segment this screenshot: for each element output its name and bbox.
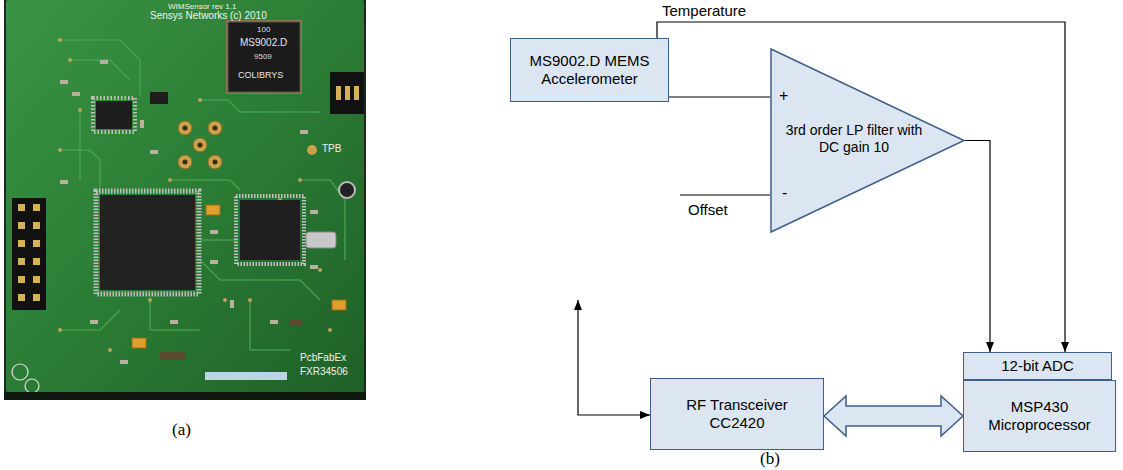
- label-sticker: [205, 372, 287, 380]
- mounting-holes: [178, 121, 222, 169]
- test-point: [307, 145, 317, 155]
- board-silkscreen: FXR34506: [300, 366, 348, 378]
- antenna-wire: [578, 300, 650, 415]
- header-connector: [330, 72, 364, 114]
- chip-marking: 100: [257, 25, 270, 34]
- signal-wire: [657, 22, 1065, 352]
- adc-band: 12-bit ADC: [963, 352, 1112, 380]
- signal-wire: [669, 96, 770, 97]
- signal-label: Temperature: [660, 2, 748, 20]
- board-traces: [60, 40, 345, 350]
- filter-amplifier: 3rd order LP filter with DC gain 10: [770, 48, 965, 233]
- node-text: RF Transceiver CC2420: [671, 396, 803, 432]
- board-silkscreen: Sensys Networks (c) 2010: [150, 10, 267, 22]
- tantalum-capacitors: [132, 205, 346, 348]
- board-silkscreen: TPB: [322, 143, 341, 155]
- signal-wire: [965, 141, 990, 353]
- accelerometer-chip: [226, 20, 302, 94]
- board-silkscreen: WIMSensor rev 1.1: [168, 2, 236, 11]
- photo-background: [4, 0, 366, 400]
- processor-box: MSP430 Microprocessor: [963, 380, 1116, 452]
- microcontroller-chip: [96, 191, 199, 294]
- chip-marking: MS9002.D: [240, 37, 287, 49]
- pin-header: [12, 198, 46, 310]
- bus-arrow: [824, 396, 963, 436]
- mounting-hole: [339, 182, 355, 198]
- led-outlines: [12, 364, 39, 393]
- chip-marking: 9509: [254, 52, 272, 61]
- node-text: 12-bit ADC: [1001, 357, 1074, 375]
- sensor-box: MS9002.D MEMS Accelerometer: [510, 38, 669, 102]
- subfigure-label: (a): [172, 420, 191, 440]
- radio-chip: [236, 196, 304, 264]
- offset-wire: [680, 194, 770, 195]
- smd-parts: [60, 60, 318, 364]
- resistors: [160, 320, 302, 360]
- crystal: [306, 232, 336, 248]
- node-text: MSP430 Microprocessor: [972, 398, 1107, 434]
- circuit-board: [6, 0, 364, 392]
- small-chip: [150, 92, 168, 104]
- chip-marking: COLIBRYS: [238, 70, 283, 80]
- node-text: 3rd order LP filter with DC gain 10: [784, 122, 924, 156]
- input-sign: +: [779, 87, 788, 105]
- photo-edge: [4, 392, 366, 400]
- node-body: 3rd order LP filter with DC gain 10: [784, 122, 924, 156]
- board-silkscreen: PcbFabEx: [300, 352, 346, 364]
- transceiver-box: RF Transceiver CC2420: [650, 378, 824, 450]
- node-text: MS9002.D MEMS Accelerometer: [519, 52, 660, 88]
- opamp-chip: [93, 98, 135, 132]
- subfigure-label: (b): [760, 449, 780, 469]
- input-sign: -: [782, 184, 787, 202]
- signal-label: Offset: [688, 201, 728, 218]
- hole-centers: [183, 126, 218, 165]
